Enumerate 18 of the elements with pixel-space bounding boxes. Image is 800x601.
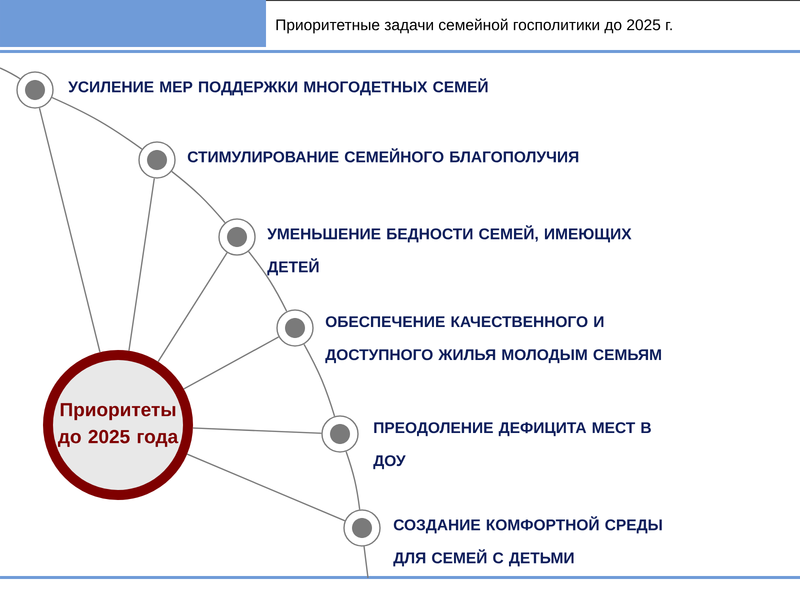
connector-line — [38, 108, 101, 352]
connector-line — [346, 451, 360, 510]
item-text: ПРЕОДОЛЕНИЕ ДЕФИЦИТА МЕСТ В ДОУ — [373, 422, 651, 470]
connector-line — [183, 336, 279, 390]
connector-line — [192, 427, 322, 434]
item-text: УМЕНЬШЕНИЕ БЕДНОСТИ СЕМЕЙ, ИМЕЮЩИХ ДЕТЕЙ — [267, 225, 632, 276]
connector-line — [303, 344, 336, 416]
header-title: Приоритетные задачи семейной госполитики до 2025 г. — [276, 18, 672, 34]
connector-line — [248, 251, 288, 312]
item-text: ОБЕСПЕЧЕНИЕ КАЧЕСТВЕННОГО И ДОСТУПНОГО ЖИЛЬЯ МОЛОДЫМ СЕМЬЯМ — [325, 316, 661, 364]
connector-line — [186, 454, 346, 522]
item-text: СТИМУЛИРОВАНИЕ СЕМЕЙНОГО БЛАГОПОЛУЧИЯ — [188, 148, 578, 162]
connector-line — [52, 96, 142, 150]
item-text: СОЗДАНИЕ КОМФОРТНОЙ СРЕДЫ ДЛЯ СЕМЕЙ С ДЕТЬМИ — [393, 516, 662, 566]
connector-line — [128, 178, 155, 351]
item-text: УСИЛЕНИЕ МЕР ПОДДЕРЖКИ МНОГОДЕТНЫХ СЕМЕЙ — [68, 78, 488, 96]
connector-line — [171, 170, 226, 224]
connector-line — [158, 252, 228, 362]
